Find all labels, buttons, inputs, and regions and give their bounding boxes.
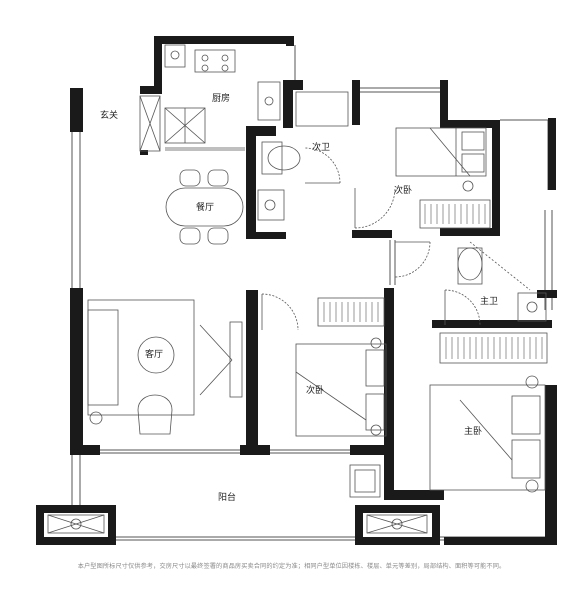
bath-fixtures <box>257 91 349 221</box>
room-label-second-bath: 次卫 <box>312 141 330 153</box>
room-label-kitchen: 厨房 <box>212 92 230 104</box>
room-label-balcony: 阳台 <box>218 491 236 503</box>
dining-set <box>165 169 244 245</box>
room-label-bedroom-middle: 次卧 <box>306 384 324 396</box>
bedroom-middle-furniture <box>295 297 387 437</box>
room-label-bedroom-north: 次卧 <box>394 184 412 196</box>
bedroom-north-furniture <box>395 127 491 229</box>
room-label-master-bedroom: 主卧 <box>464 425 482 437</box>
kitchen-fixtures <box>164 44 281 151</box>
disclaimer-note: 本户型图所标尺寸仅供参考，交房尺寸以最终签署的商品房买卖合同的约定为准；相同户型… <box>77 563 506 570</box>
room-label-living: 客厅 <box>145 348 163 360</box>
room-label-dining: 餐厅 <box>196 201 214 213</box>
walls <box>36 36 557 545</box>
room-label-entrance: 玄关 <box>100 109 118 121</box>
living-furniture <box>87 299 243 435</box>
thin-lines <box>71 45 556 541</box>
room-label-master-bath: 主卫 <box>480 295 498 307</box>
balcony-fixtures <box>47 464 428 534</box>
master-bath-fixtures <box>457 241 547 322</box>
doors <box>139 95 481 331</box>
master-bedroom-furniture <box>429 332 548 493</box>
